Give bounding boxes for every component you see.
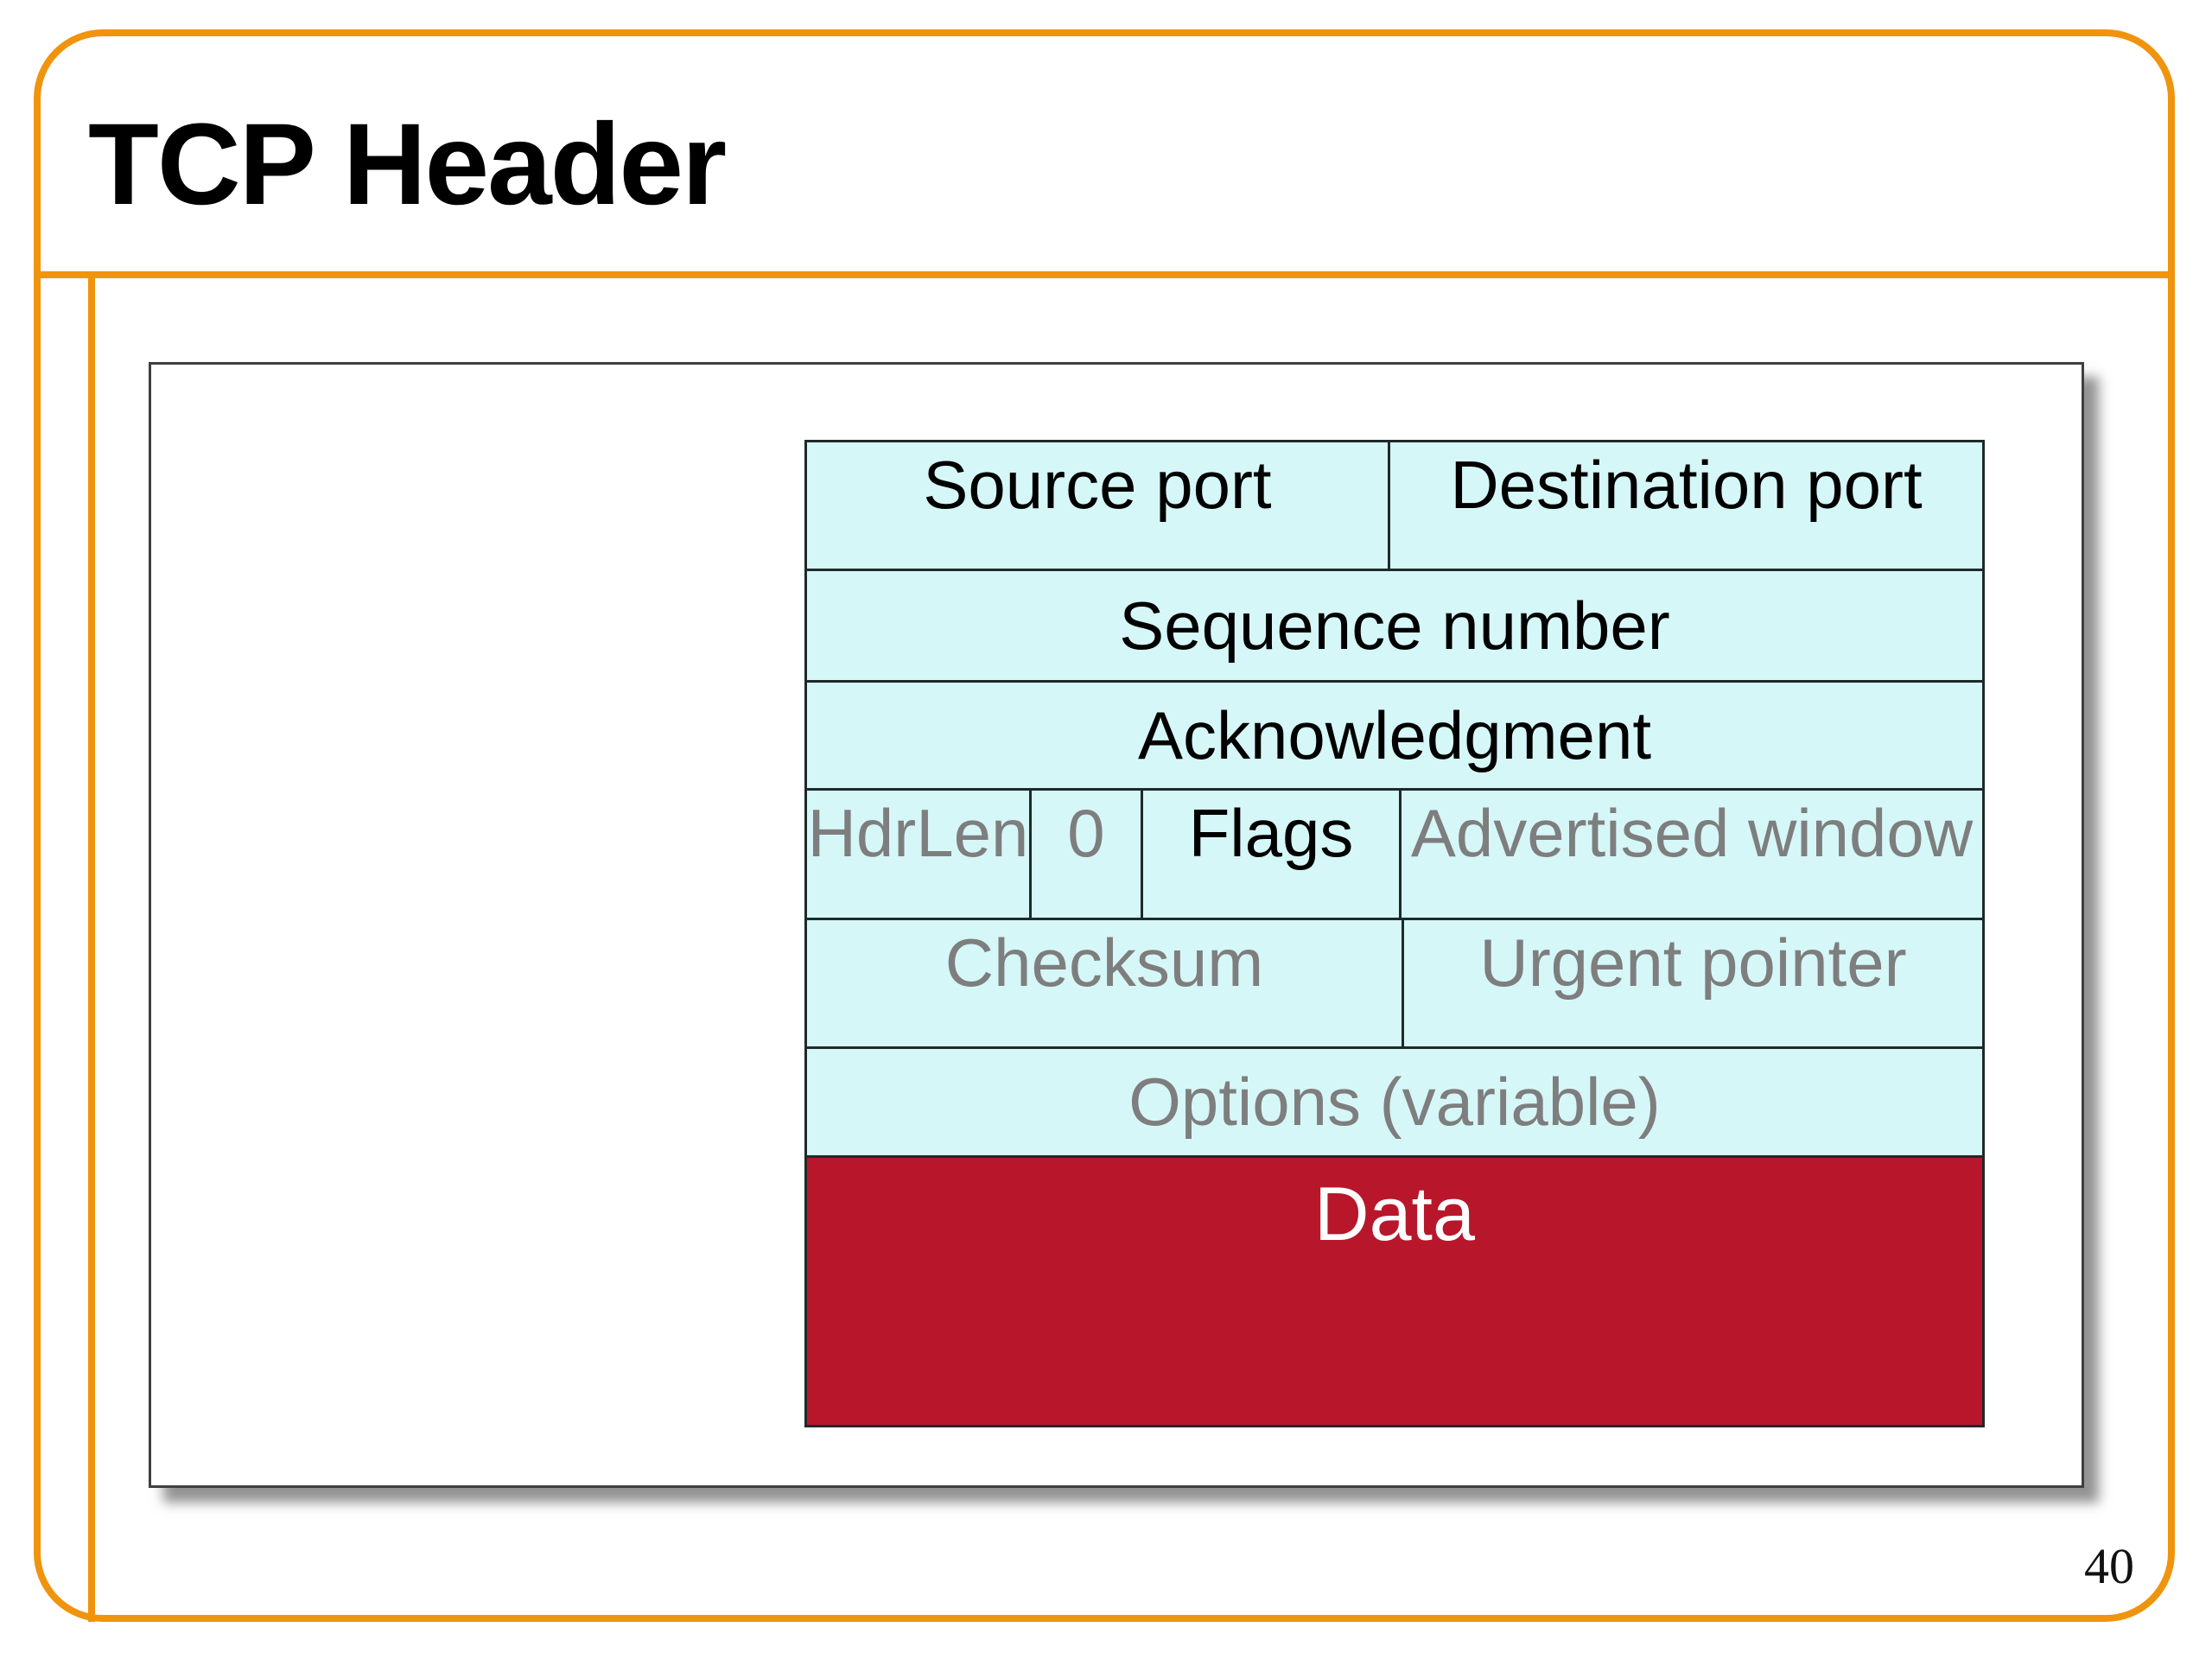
table-row-flags: HdrLen 0 Flags Advertised window xyxy=(807,788,1982,918)
table-row-ports: Source port Destination port xyxy=(807,442,1982,569)
slide-frame-border xyxy=(34,29,2175,1622)
table-row-acknowledgment: Acknowledgment xyxy=(807,680,1982,788)
cell-destination-port: Destination port xyxy=(1388,442,1982,569)
cell-reserved-zero: 0 xyxy=(1029,791,1141,918)
cell-options: Options (variable) xyxy=(807,1049,1982,1155)
title-divider-line xyxy=(37,271,2175,278)
cell-acknowledgment: Acknowledgment xyxy=(807,683,1982,788)
table-row-options: Options (variable) xyxy=(807,1046,1982,1155)
cell-hdrlen: HdrLen xyxy=(807,791,1029,918)
page-number: 40 xyxy=(2084,1538,2134,1594)
table-row-checksum: Checksum Urgent pointer xyxy=(807,918,1982,1046)
left-vertical-rule xyxy=(88,275,95,1622)
cell-urgent-pointer: Urgent pointer xyxy=(1402,920,1982,1046)
cell-flags: Flags xyxy=(1141,791,1399,918)
cell-advertised-window: Advertised window xyxy=(1399,791,1982,918)
cell-source-port: Source port xyxy=(807,442,1388,569)
cell-sequence-number: Sequence number xyxy=(807,571,1982,680)
table-row-sequence: Sequence number xyxy=(807,569,1982,680)
table-row-data: Data xyxy=(807,1155,1982,1425)
cell-data: Data xyxy=(807,1158,1982,1425)
tcp-header-table: Source port Destination port Sequence nu… xyxy=(804,440,1985,1427)
page-title: TCP Header xyxy=(88,100,727,229)
cell-checksum: Checksum xyxy=(807,920,1402,1046)
